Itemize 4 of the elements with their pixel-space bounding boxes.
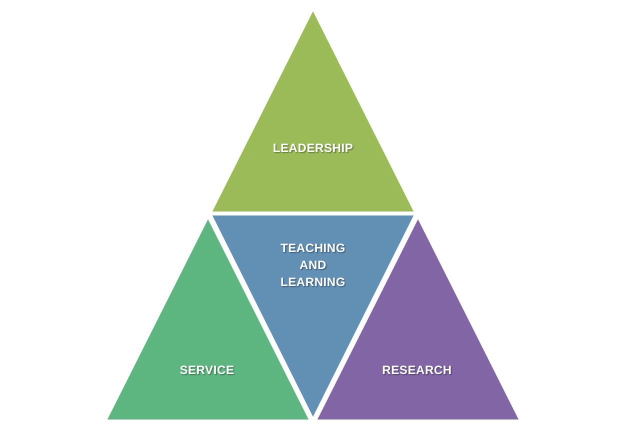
- triangle-label: TEACHING AND LEARNING: [279, 240, 347, 291]
- triangle-label: LEADERSHIP: [272, 140, 354, 157]
- triangle-label: SERVICE: [178, 362, 236, 379]
- triangle-label: RESEARCH: [381, 362, 453, 379]
